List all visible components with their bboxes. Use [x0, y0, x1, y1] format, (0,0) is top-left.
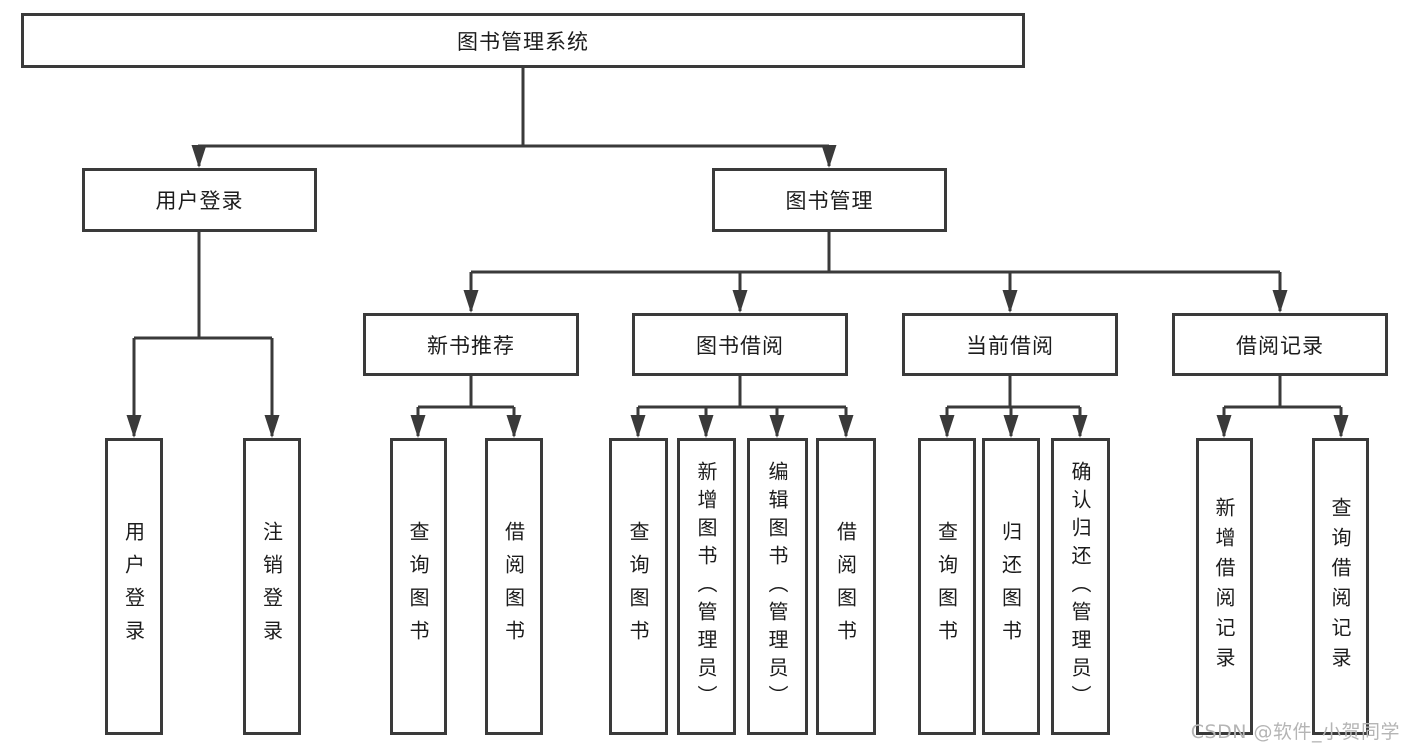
node-book-management: 图书管理: [712, 168, 947, 232]
leaf-query-books-current: 查询图书: [918, 438, 976, 735]
leaf-borrow-books-borrow: 借阅图书: [816, 438, 876, 735]
leaf-logout: 注销登录: [243, 438, 301, 735]
node-current-borrow: 当前借阅: [902, 313, 1118, 376]
leaf-add-book-admin: 新增图书（管理员）: [677, 438, 736, 735]
leaf-return-book: 归还图书: [982, 438, 1040, 735]
node-borrow-records: 借阅记录: [1172, 313, 1388, 376]
leaf-query-books-recommend: 查询图书: [390, 438, 447, 735]
leaf-query-borrow-record: 查询借阅记录: [1312, 438, 1369, 735]
leaf-confirm-return-admin: 确认归还（管理员）: [1051, 438, 1110, 735]
node-user-login: 用户登录: [82, 168, 317, 232]
node-book-borrow: 图书借阅: [632, 313, 848, 376]
leaf-add-borrow-record: 新增借阅记录: [1196, 438, 1253, 735]
leaf-borrow-books-recommend: 借阅图书: [485, 438, 543, 735]
leaf-user-login: 用户登录: [105, 438, 163, 735]
leaf-query-books-borrow: 查询图书: [609, 438, 668, 735]
watermark: CSDN @软件_小贺同学: [1190, 721, 1400, 743]
leaf-edit-book-admin: 编辑图书（管理员）: [747, 438, 808, 735]
node-new-book-recommend: 新书推荐: [363, 313, 579, 376]
node-root: 图书管理系统: [21, 13, 1025, 68]
